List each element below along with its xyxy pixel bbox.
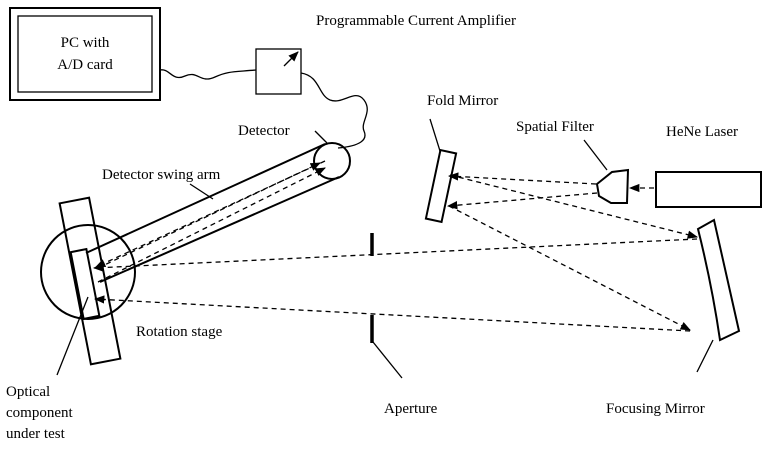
beam-paths [92,160,699,332]
component-label-line3: under test [6,426,66,442]
pc-label-line1: PC with [61,35,110,51]
aperture-leader [372,341,403,379]
swing-arm-leader [189,183,214,200]
amplifier-label: Programmable Current Amplifier [316,13,516,29]
rotation-stage [40,196,136,366]
fold-mirror-leader [429,118,441,152]
focusing-mirror [696,218,741,342]
optical-component [69,247,101,321]
component-leader [56,296,89,376]
detector-leader [314,130,328,144]
aperture-label: Aperture [384,401,438,417]
detector [313,142,351,180]
hene-laser [655,171,762,208]
focusing-mirror-label: Focusing Mirror [606,401,705,417]
fold-mirror [424,148,458,224]
swing-arm-label: Detector swing arm [102,167,221,183]
fold-mirror-label: Fold Mirror [427,93,498,109]
pc-label-line2: A/D card [57,57,113,73]
cable-pc-amplifier [159,69,257,80]
spatial-filter [595,168,630,204]
component-label-line2: component [6,405,73,421]
detector-swing-arm [85,143,340,283]
pc-box: PC with A/D card [9,7,161,101]
cable-amplifier-detector [300,72,368,149]
amplifier-box: Programmable Current Amplifier [255,13,516,95]
spatial-filter-leader [583,139,608,171]
focusing-mirror-leader [696,339,714,373]
laser-label: HeNe Laser [666,124,738,140]
spatial-filter-label: Spatial Filter [516,119,594,135]
rotation-stage-label: Rotation stage [136,324,223,340]
component-label-line1: Optical [6,384,50,400]
detector-label: Detector [238,123,290,139]
